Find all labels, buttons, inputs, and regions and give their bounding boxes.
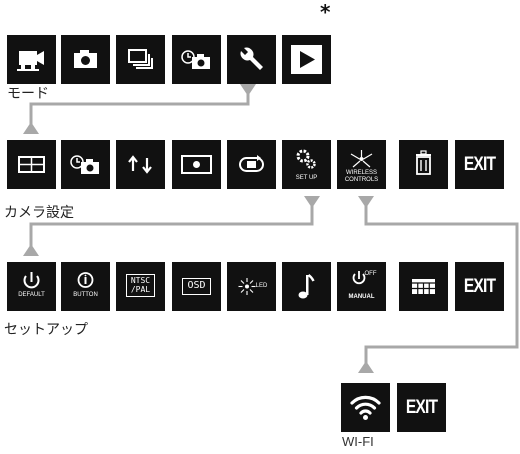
ntsc-pal-box: NTSC /PAL xyxy=(126,274,155,297)
setup-exit-button[interactable]: EXIT xyxy=(455,262,504,311)
photo-mode-icon[interactable] xyxy=(61,35,110,84)
delete-trash-icon[interactable] xyxy=(399,140,448,189)
default-caption: DEFAULT xyxy=(18,292,45,298)
wifi-label: WI-FI xyxy=(342,434,374,449)
wireless-controls-icon[interactable]: WIRELESS CONTROLS xyxy=(337,140,386,189)
exit-label: EXIT xyxy=(463,276,496,297)
looping-icon[interactable] xyxy=(227,140,276,189)
button-info-icon[interactable]: BUTTON xyxy=(61,262,110,311)
button-caption: BUTTON xyxy=(73,292,98,298)
note-asterisk: * xyxy=(320,0,331,24)
ntsc-text: NTSC xyxy=(130,276,151,285)
setup-caption: SET UP xyxy=(295,175,318,181)
wifi-icon[interactable] xyxy=(341,383,390,432)
settings-wrench-icon[interactable] xyxy=(227,35,276,84)
timelapse-mode-icon[interactable] xyxy=(172,35,221,84)
mode-label: モード xyxy=(7,86,49,102)
manual-caption: MANUAL xyxy=(348,294,375,300)
led-icon[interactable]: LED xyxy=(227,262,276,311)
setup-label: セットアップ xyxy=(4,322,88,338)
camera-settings-label: カメラ設定 xyxy=(4,205,74,221)
spot-meter-icon[interactable] xyxy=(172,140,221,189)
photo-interval-icon[interactable] xyxy=(61,140,110,189)
wireless-caption-line1: WIRELESS xyxy=(345,170,377,176)
led-caption: LED xyxy=(255,283,268,289)
setup-gear-icon[interactable]: SET UP xyxy=(282,140,331,189)
exit-label: EXIT xyxy=(405,397,438,418)
pal-text: /PAL xyxy=(130,285,151,294)
manual-power-off-icon[interactable]: OFF MANUAL xyxy=(337,262,386,311)
exit-label: EXIT xyxy=(463,154,496,175)
ntsc-pal-icon[interactable]: NTSC /PAL xyxy=(116,262,165,311)
osd-box: OSD xyxy=(182,278,211,295)
osd-text: OSD xyxy=(187,280,206,291)
default-power-icon[interactable]: DEFAULT xyxy=(7,262,56,311)
calendar-grid-icon[interactable] xyxy=(399,262,448,311)
wifi-exit-button[interactable]: EXIT xyxy=(397,383,446,432)
beep-sound-icon[interactable] xyxy=(282,262,331,311)
burst-mode-icon[interactable] xyxy=(116,35,165,84)
resolution-icon[interactable] xyxy=(7,140,56,189)
wireless-caption-line2: CONTROLS xyxy=(344,177,379,183)
playback-mode-icon[interactable] xyxy=(282,35,331,84)
video-mode-icon[interactable] xyxy=(7,35,56,84)
orientation-icon[interactable] xyxy=(116,140,165,189)
camera-settings-exit-button[interactable]: EXIT xyxy=(455,140,504,189)
osd-icon[interactable]: OSD xyxy=(172,262,221,311)
off-caption: OFF xyxy=(364,271,377,277)
